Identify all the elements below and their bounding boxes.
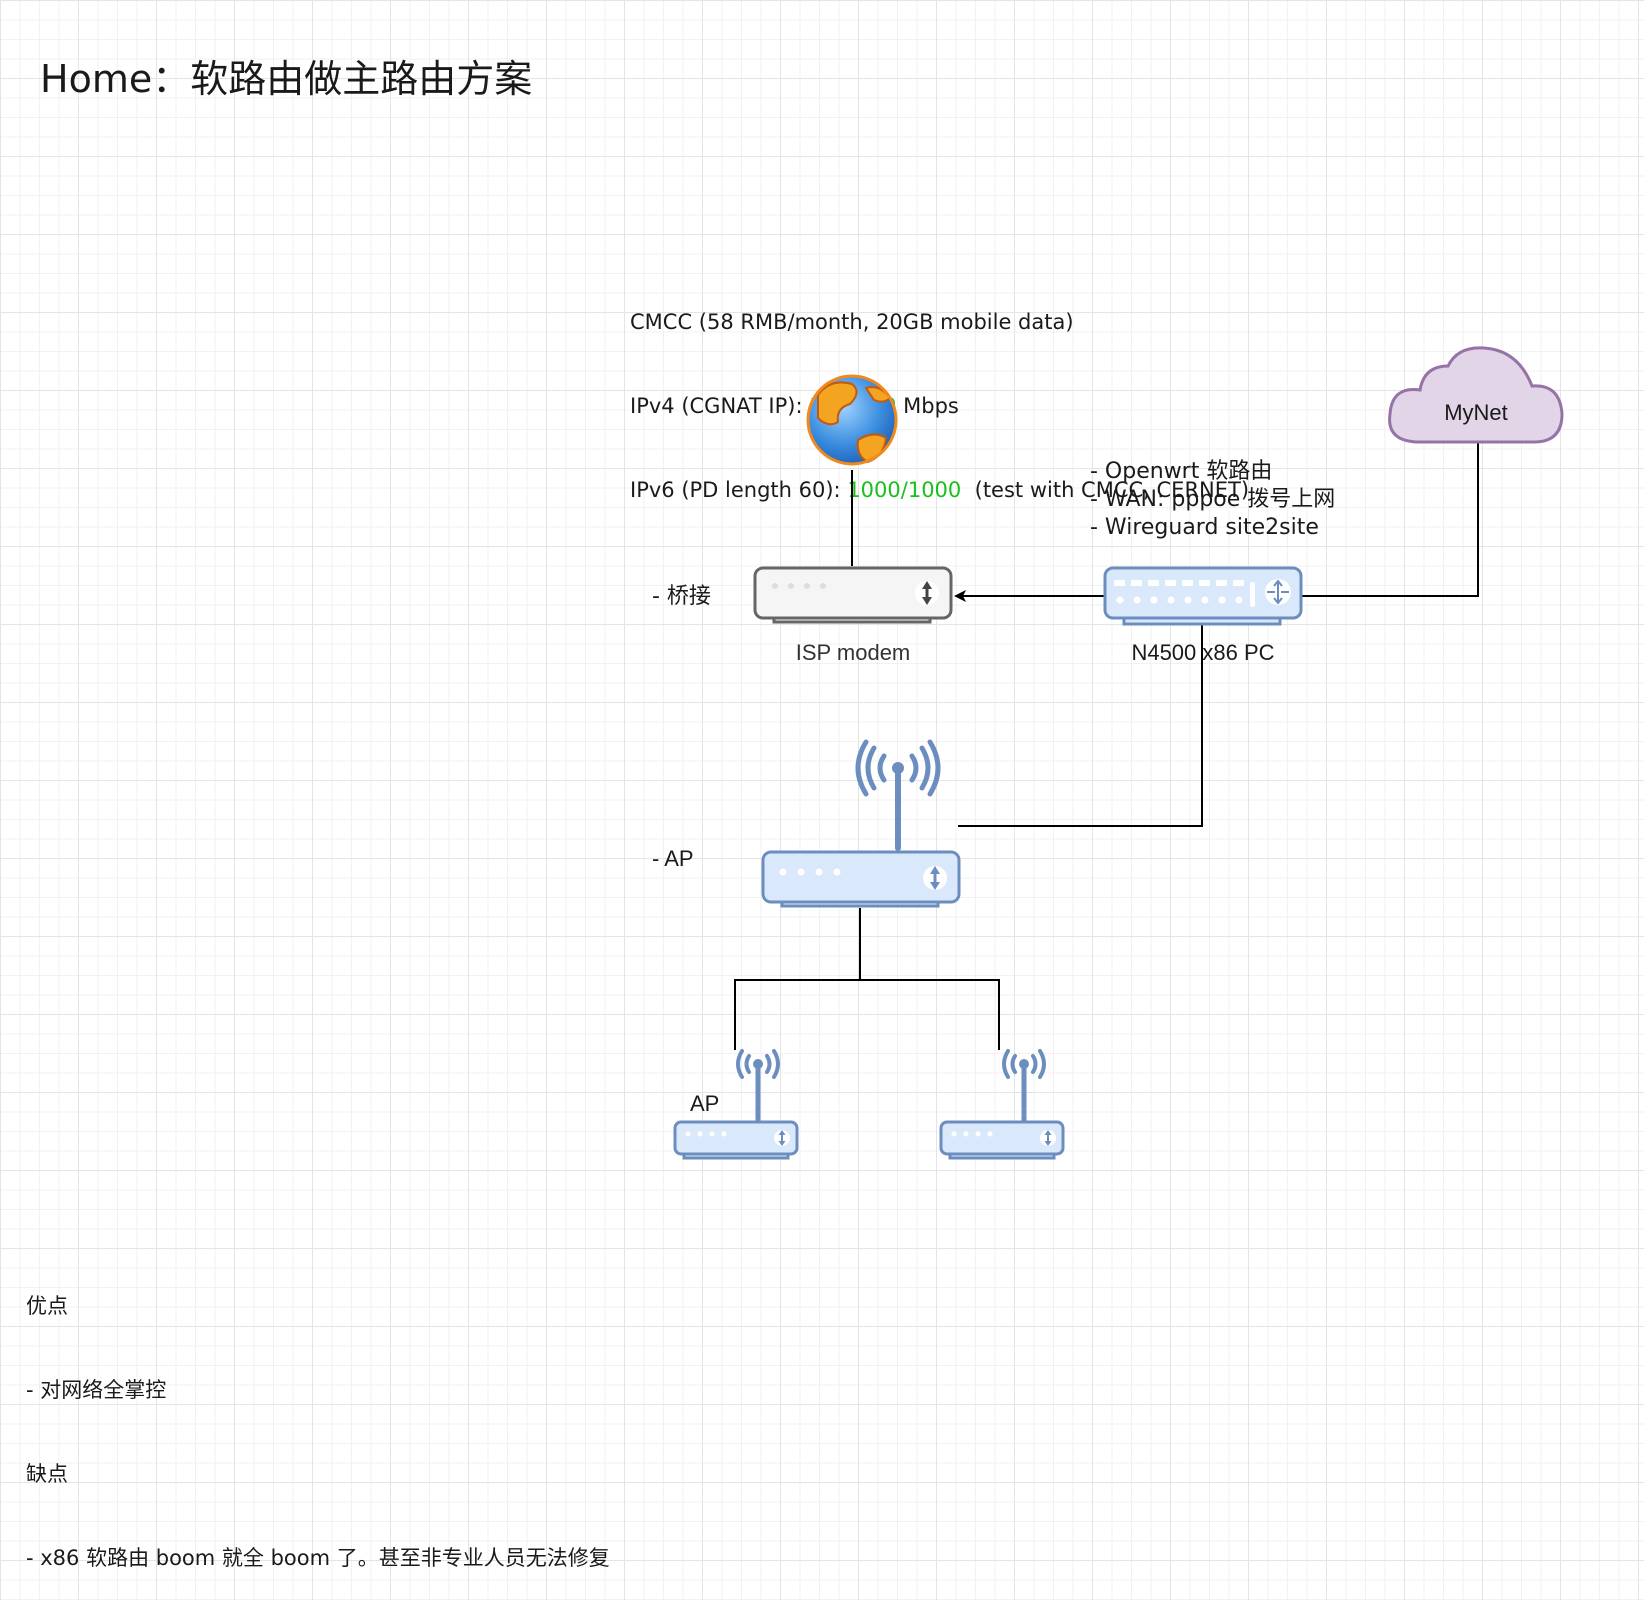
router-note-wireguard: - Wireguard site2site (1090, 515, 1319, 540)
isp-modem-note: - 桥接 (652, 584, 711, 609)
main-ap-note: - AP (652, 846, 694, 871)
cons-title: 缺点 (26, 1462, 68, 1486)
router-symbol-icon (1265, 579, 1291, 605)
pros-cons-notes: 优点 - 对网络全掌控 缺点 - x86 软路由 boom 就全 boom 了。… (26, 1236, 610, 1600)
x86-pc-label: N4500 x86 PC (1131, 640, 1274, 665)
router-notes: - Openwrt 软路由 - WAN: pppoe 拨号上网 - Wiregu… (1090, 459, 1335, 540)
sub-ap-right (939, 1049, 1065, 1160)
router-note-wan: - WAN: pppoe 拨号上网 (1090, 487, 1335, 512)
wifi-antenna-icon (1002, 1049, 1046, 1123)
main-ap: - AP (652, 739, 961, 908)
wifi-antenna-icon (736, 1049, 780, 1123)
isp-plan-line: CMCC (58 RMB/month, 20GB mobile data) (630, 310, 1074, 334)
globe-icon (806, 374, 898, 466)
pc-to-ap-link (958, 624, 1203, 827)
mynet-cloud: MyNet (1388, 346, 1564, 444)
isp-info-note: CMCC (58 RMB/month, 20GB mobile data) IP… (630, 252, 1249, 532)
page-title: Home：软路由做主路由方案 (40, 57, 533, 101)
cloud-icon (1388, 346, 1564, 444)
pros-item: - 对网络全掌控 (26, 1378, 167, 1402)
updown-arrow-icon (923, 866, 947, 890)
mynet-label: MyNet (1444, 400, 1508, 425)
x86-pc-router: N4500 x86 PC (1103, 566, 1303, 665)
isp-modem-label: ISP modem (796, 640, 911, 665)
sub-ap-left-label: AP (690, 1091, 719, 1116)
ap-to-subap-right-link (860, 979, 1000, 1050)
isp-modem: ISP modem - 桥接 (652, 566, 953, 665)
router-note-openwrt: - Openwrt 软路由 (1090, 459, 1272, 484)
network-diagram: MyNet - Openwrt 软路由 - WAN: pppoe 拨号上网 - … (652, 346, 1564, 1160)
ap-to-subap-left-link (734, 908, 861, 1050)
updown-arrow-icon (1040, 1130, 1056, 1146)
connectors (734, 443, 1479, 1050)
pros-title: 优点 (26, 1294, 68, 1318)
updown-arrow-icon (774, 1130, 790, 1146)
sub-ap-left: AP (673, 1049, 799, 1160)
mynet-to-pc-link (1300, 443, 1479, 597)
cons-item: - x86 软路由 boom 就全 boom 了。甚至非专业人员无法修复 (26, 1546, 610, 1570)
updown-arrow-icon (915, 581, 939, 605)
ipv6-line: IPv6 (PD length 60): 1000/1000 (test wit… (630, 478, 1250, 502)
wifi-antenna-icon (855, 739, 941, 851)
